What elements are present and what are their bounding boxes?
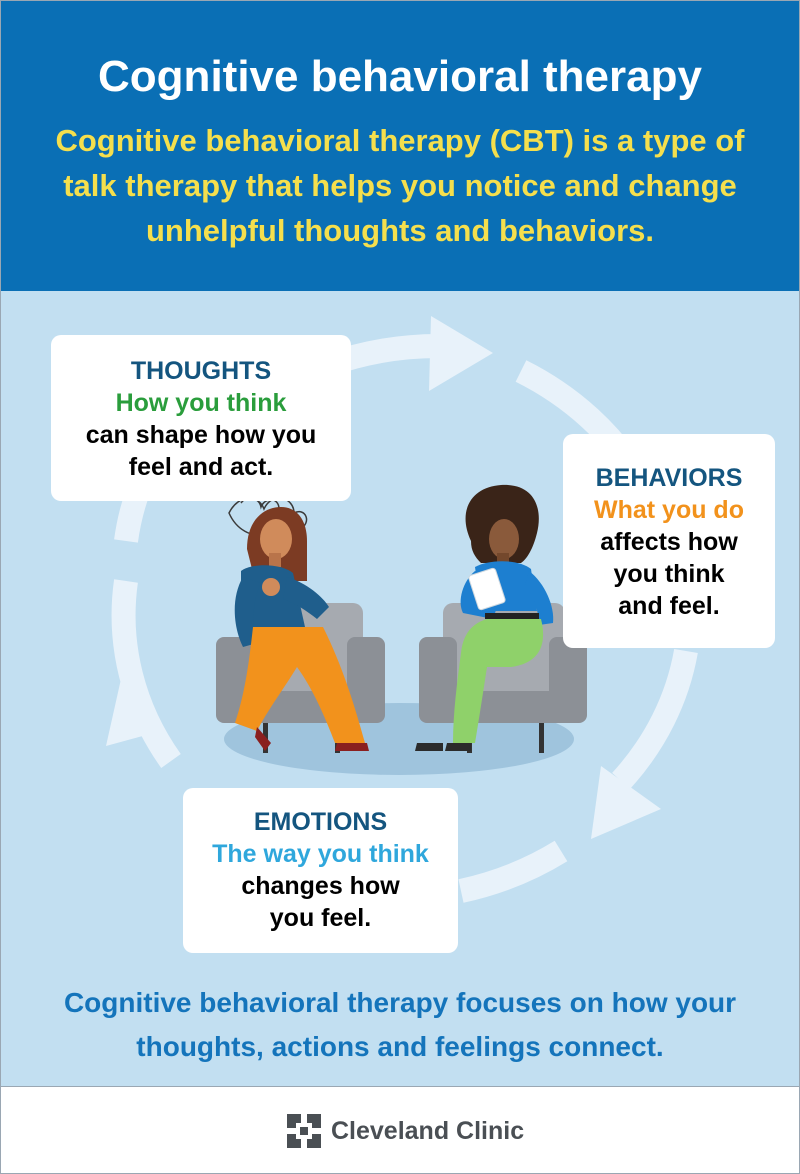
therapist-pants [453,619,544,743]
thoughts-card: THOUGHTS How you think can shape how you… [51,335,351,501]
therapist-figure [415,484,554,751]
cleveland-clinic-logo-icon [287,1114,321,1148]
header-banner: Cognitive behavioral therapy Cognitive b… [1,1,799,291]
client-arm-left [234,577,261,647]
behaviors-title: BEHAVIORS [595,464,743,492]
cleveland-clinic-logo[interactable]: Cleveland Clinic [287,1113,524,1149]
arrow-right-lower [612,648,698,790]
arrowheads [106,316,661,839]
tablet-device [468,567,506,611]
client-figure [228,497,369,751]
arrowhead-right [591,766,661,839]
therapist-belt [485,613,539,619]
therapist-shoe-left [415,743,443,751]
arrow-left [111,579,181,768]
behaviors-body: affects how you think and feel. [600,528,738,620]
client-neck [269,553,281,567]
summary-text: Cognitive behavioral therapy focuses on … [63,987,737,1062]
brand-footer: Cleveland Clinic [1,1086,799,1173]
client-face [260,519,292,559]
behaviors-subtitle: What you do [594,496,744,524]
emotions-body: changes how you feel. [241,872,400,932]
client-pants [235,627,365,743]
cbt-illustration [106,316,698,903]
cbt-cycle-panel: THOUGHTS How you think can shape how you… [1,291,799,1086]
page-title: Cognitive behavioral therapy [98,52,702,101]
therapist-shoe-right [445,743,471,751]
therapist-face [489,519,519,559]
arrow-bottom [458,840,568,903]
arrowhead-top [429,316,493,391]
arrowhead-left [106,679,161,746]
client-shoe-right [335,743,369,751]
emotions-card: EMOTIONS The way you think changes how y… [183,788,458,953]
emotions-title: EMOTIONS [253,808,388,836]
therapist-arm-right [525,571,554,625]
client-arm-right [283,577,329,619]
header-description: Cognitive behavioral therapy (CBT) is a … [55,123,745,248]
client-shoe-left [255,727,271,751]
thoughts-subtitle: How you think [115,389,287,417]
thoughts-body: can shape how you feel and act. [85,421,317,481]
client-hand [262,578,280,596]
thoughts-title: THOUGHTS [130,357,272,385]
brand-name: Cleveland Clinic [331,1116,525,1145]
behaviors-card: BEHAVIORS What you do affects how you th… [563,434,775,648]
emotions-subtitle: The way you think [212,840,429,868]
